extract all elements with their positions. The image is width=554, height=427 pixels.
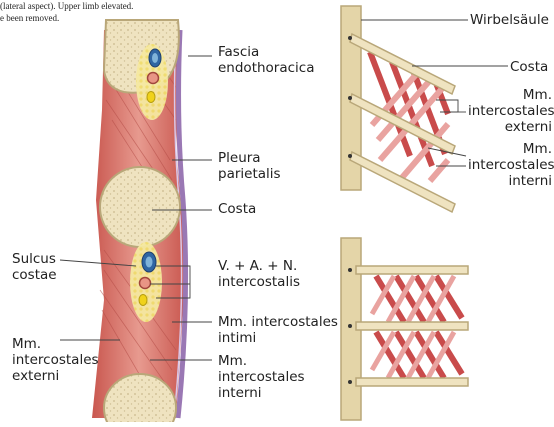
caption-line-1: (lateral aspect). Upper limb elevated. <box>0 1 133 11</box>
label-costa-right: Costa <box>510 59 548 75</box>
scheme-lower <box>341 238 468 420</box>
neurovascular-bundle-lower <box>130 242 162 322</box>
label-vessels-nerve: V. + A. + N.intercostalis <box>218 258 300 290</box>
neurovascular-bundle-upper <box>136 44 168 120</box>
rib-middle <box>100 167 180 247</box>
label-wirbelsaeule: Wirbelsäule <box>470 12 549 28</box>
caption-line-2: e been removed. <box>0 13 59 23</box>
ribs-upper <box>350 34 455 212</box>
label-costa-left: Costa <box>218 201 256 217</box>
